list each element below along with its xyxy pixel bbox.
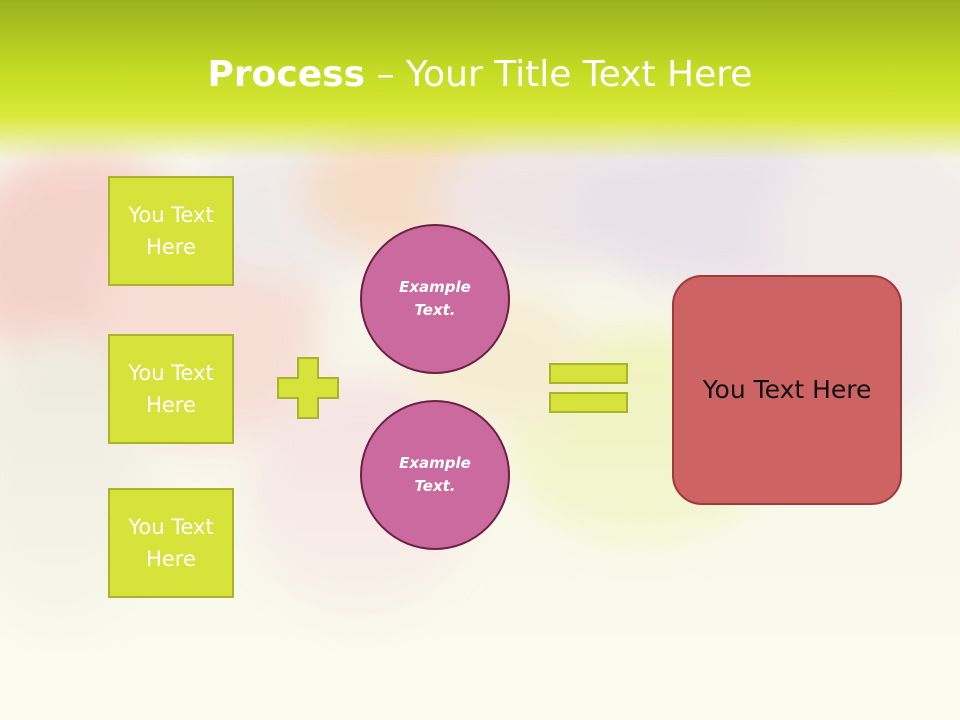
equals-icon xyxy=(549,363,628,413)
example-circle-2-label: Example Text. xyxy=(399,454,471,495)
input-box-1-label: You Text Here xyxy=(128,203,214,259)
title-bar xyxy=(0,0,960,160)
example-circle-1: Example Text. xyxy=(360,224,510,374)
example-circle-2: Example Text. xyxy=(360,400,510,550)
result-label: You Text Here xyxy=(702,375,872,404)
input-box-2-label: You Text Here xyxy=(128,361,214,417)
example-circle-1-label: Example Text. xyxy=(399,278,471,319)
title-bold: Process xyxy=(207,54,366,95)
input-box-3: You Text Here xyxy=(108,488,234,598)
input-box-3-label: You Text Here xyxy=(128,515,214,571)
slide-title: Process – Your Title Text Here xyxy=(0,52,960,98)
input-box-1: You Text Here xyxy=(108,176,234,286)
result-box: You Text Here xyxy=(672,275,902,505)
title-rest: – Your Title Text Here xyxy=(365,54,753,95)
input-box-2: You Text Here xyxy=(108,334,234,444)
plus-icon xyxy=(277,357,339,419)
